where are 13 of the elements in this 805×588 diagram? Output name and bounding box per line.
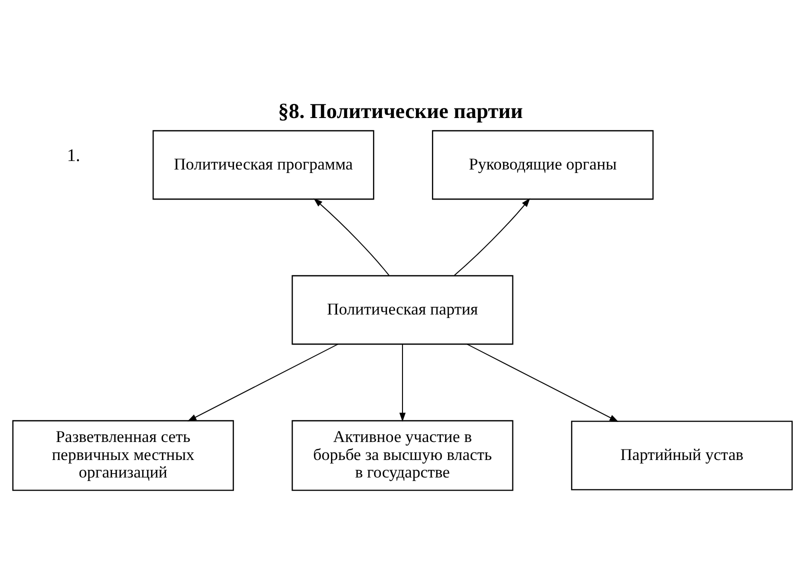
node-box: Политическая программа [152,130,374,200]
node-box: Активное участие в борьбе за высшую власть в государстве [292,420,514,491]
node-box: Руководящие органы [432,130,654,200]
arrow [314,198,390,276]
node-box: Политическая партия [292,275,514,345]
arrow [399,344,406,422]
label: 1. [66,144,80,165]
arrow [187,344,339,422]
arrow [466,344,619,422]
node-box: Разветвленная сеть первичных местных организаций [12,420,234,491]
arrow [454,198,530,276]
node-box: Партийный устав [571,420,793,490]
diagram-title: §8. Политические партии [278,99,523,124]
